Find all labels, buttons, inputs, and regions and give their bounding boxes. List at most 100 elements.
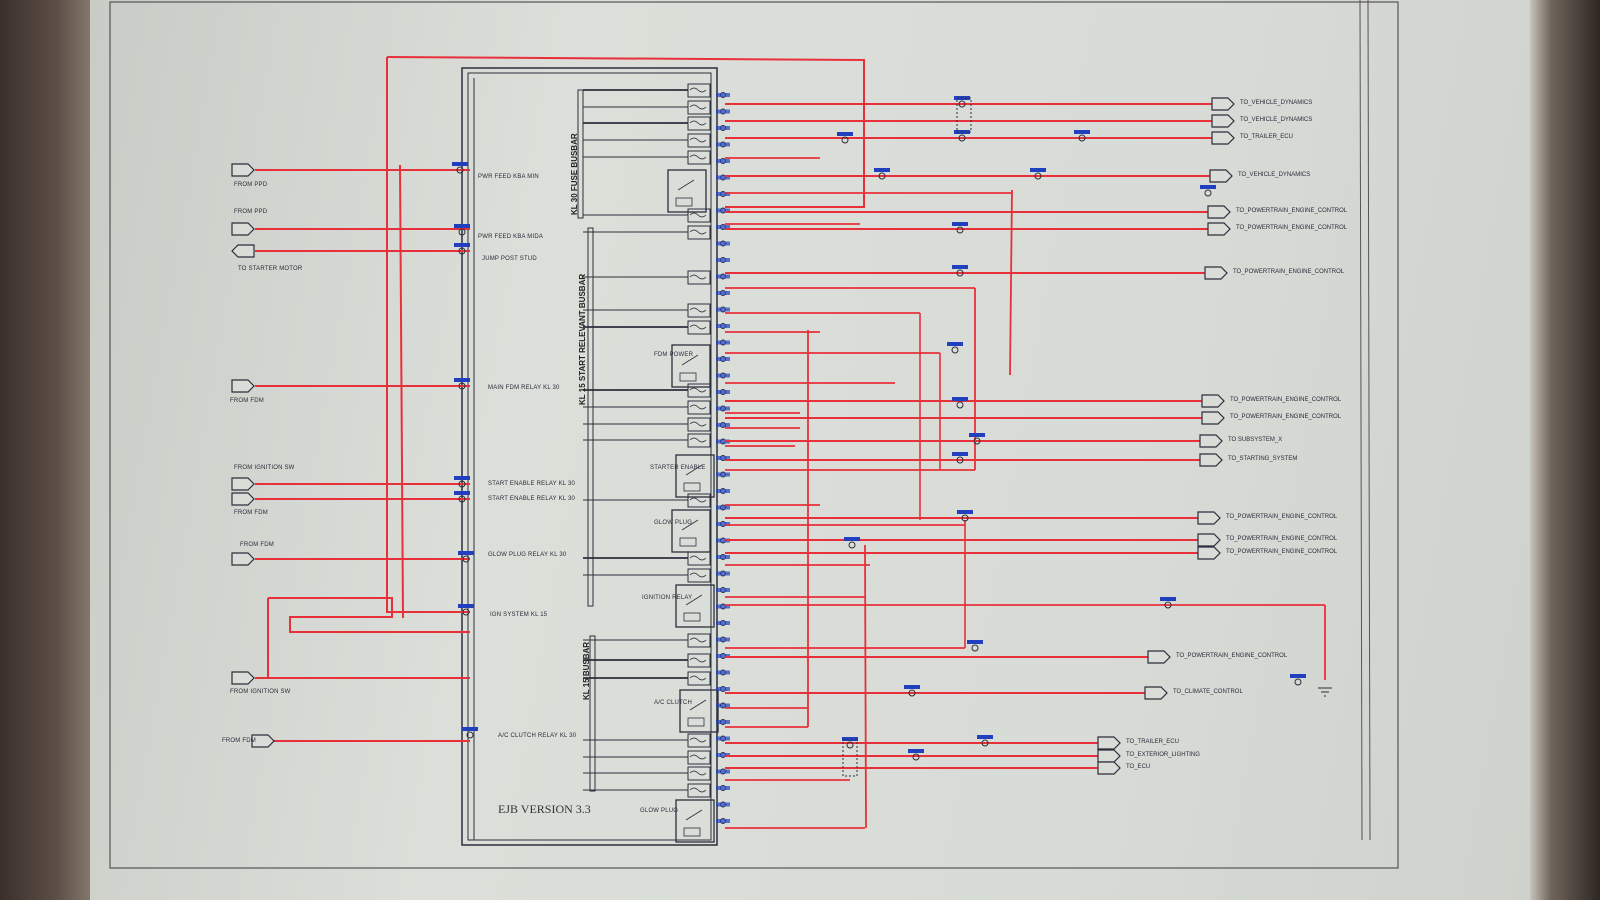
busbar-kl30 bbox=[577, 89, 584, 219]
right-connector-label: TO_POWERTRAIN_ENGINE_CONTROL bbox=[1230, 414, 1342, 420]
splice-point bbox=[961, 514, 969, 522]
left-connector bbox=[231, 552, 255, 566]
pin-tag bbox=[716, 142, 730, 147]
pin-tag bbox=[716, 654, 730, 658]
relay-contact bbox=[689, 699, 707, 711]
relay-coil bbox=[679, 537, 697, 547]
pin-tag bbox=[716, 472, 730, 477]
internal-label: GLOW PLUG RELAY KL 30 bbox=[488, 552, 567, 558]
pin-tag bbox=[716, 274, 730, 279]
right-connector-label: TO_VEHICLE_DYNAMICS bbox=[1240, 100, 1313, 106]
splice-tag bbox=[904, 685, 920, 689]
splice-tag bbox=[1030, 168, 1046, 172]
right-connector bbox=[1201, 411, 1225, 425]
splice-point bbox=[912, 753, 920, 761]
right-connector bbox=[1201, 394, 1225, 408]
left-connector bbox=[231, 477, 255, 491]
right-connector-label: TO_EXTERIOR_LIGHTING bbox=[1126, 752, 1200, 758]
relay-symbol bbox=[671, 344, 711, 388]
fuse-element bbox=[689, 104, 707, 110]
pin-tag bbox=[716, 538, 730, 543]
splice-point bbox=[956, 401, 964, 409]
right-connector-label: TO_POWERTRAIN_ENGINE_CONTROL bbox=[1226, 536, 1338, 542]
fuse-element bbox=[689, 307, 707, 313]
monitor-bezel-left bbox=[0, 0, 95, 900]
splice-tag bbox=[458, 604, 474, 608]
fuse-element bbox=[689, 787, 707, 793]
ground-icon bbox=[1318, 687, 1332, 697]
splice-point bbox=[458, 480, 466, 488]
fuse-element bbox=[689, 229, 707, 235]
right-connector bbox=[1209, 169, 1233, 183]
pin-tag bbox=[716, 720, 730, 724]
splice-point bbox=[973, 437, 981, 445]
splice-tag bbox=[1200, 185, 1216, 189]
pin-tag bbox=[716, 126, 730, 130]
splice-point bbox=[1078, 134, 1086, 142]
splice-tag bbox=[957, 510, 973, 514]
relay-contact bbox=[681, 354, 699, 366]
relay-contact bbox=[677, 179, 695, 191]
fuse-element bbox=[689, 324, 707, 330]
internal-label: PWR FEED KBA MIN bbox=[478, 174, 539, 180]
fuse-element bbox=[689, 657, 707, 663]
pin-tag bbox=[716, 753, 730, 757]
pin-tag bbox=[716, 109, 730, 114]
left-connector bbox=[231, 222, 255, 236]
right-connector bbox=[1097, 761, 1121, 775]
splice-point bbox=[841, 136, 849, 144]
diagram-title: EJB VERSION 3.3 bbox=[498, 802, 591, 816]
right-connector bbox=[1199, 453, 1223, 467]
right-connector-label: TO_POWERTRAIN_ENGINE_CONTROL bbox=[1230, 397, 1342, 403]
pin-tag bbox=[716, 357, 730, 361]
fuse-element bbox=[689, 274, 707, 280]
right-connector-label: TO_TRAILER_ECU bbox=[1240, 134, 1293, 140]
right-connector-label: TO_STARTING_SYSTEM bbox=[1228, 456, 1298, 462]
fuse-element bbox=[689, 754, 707, 760]
right-connector bbox=[1097, 749, 1121, 763]
relay-contact bbox=[685, 594, 703, 606]
relay-coil bbox=[679, 372, 697, 382]
fuse-element bbox=[689, 497, 707, 503]
splice-group-box bbox=[842, 739, 858, 777]
relay-contact bbox=[681, 519, 699, 531]
pin-tag bbox=[716, 769, 730, 774]
splice-tag bbox=[977, 735, 993, 739]
pin-tag bbox=[716, 340, 730, 345]
pin-tag bbox=[716, 555, 730, 559]
right-connector-label: TO_TRAILER_ECU bbox=[1126, 739, 1179, 745]
left-connector bbox=[231, 244, 255, 258]
right-connector-label: TO_VEHICLE_DYNAMICS bbox=[1240, 117, 1313, 123]
left-connector-label: FROM IGNITION SW bbox=[234, 465, 295, 471]
pin-tag bbox=[716, 423, 730, 427]
splice-tag bbox=[969, 433, 985, 437]
right-connector-label: TO_CLIMATE_CONTROL bbox=[1173, 689, 1243, 695]
left-connector-label: TO STARTER MOTOR bbox=[238, 266, 303, 272]
pin-tag bbox=[716, 588, 730, 592]
left-connector bbox=[251, 734, 275, 748]
right-connector-label: TO_POWERTRAIN_ENGINE_CONTROL bbox=[1236, 225, 1348, 231]
fuse-element bbox=[689, 87, 707, 93]
fuse-element bbox=[689, 437, 707, 443]
splice-point bbox=[878, 172, 886, 180]
right-connector bbox=[1097, 736, 1121, 750]
pin-tag bbox=[716, 703, 730, 708]
splice-point bbox=[971, 644, 979, 652]
splice-tag bbox=[454, 378, 470, 382]
splice-point bbox=[458, 247, 466, 255]
splice-point bbox=[951, 346, 959, 354]
splice-tag bbox=[952, 397, 968, 401]
relay-label: STARTER ENABLE bbox=[650, 465, 706, 471]
left-connector-label: FROM FDM bbox=[234, 510, 268, 516]
left-connector-label: FROM FDM bbox=[240, 542, 274, 548]
pin-tag bbox=[716, 522, 730, 526]
splice-point bbox=[466, 731, 474, 739]
relay-coil bbox=[683, 482, 701, 492]
splice-tag bbox=[1160, 597, 1176, 601]
relay-coil bbox=[683, 827, 701, 837]
right-connector bbox=[1207, 222, 1231, 236]
pin-tag bbox=[716, 489, 730, 493]
relay-symbol bbox=[675, 584, 715, 628]
right-connector bbox=[1211, 114, 1235, 128]
